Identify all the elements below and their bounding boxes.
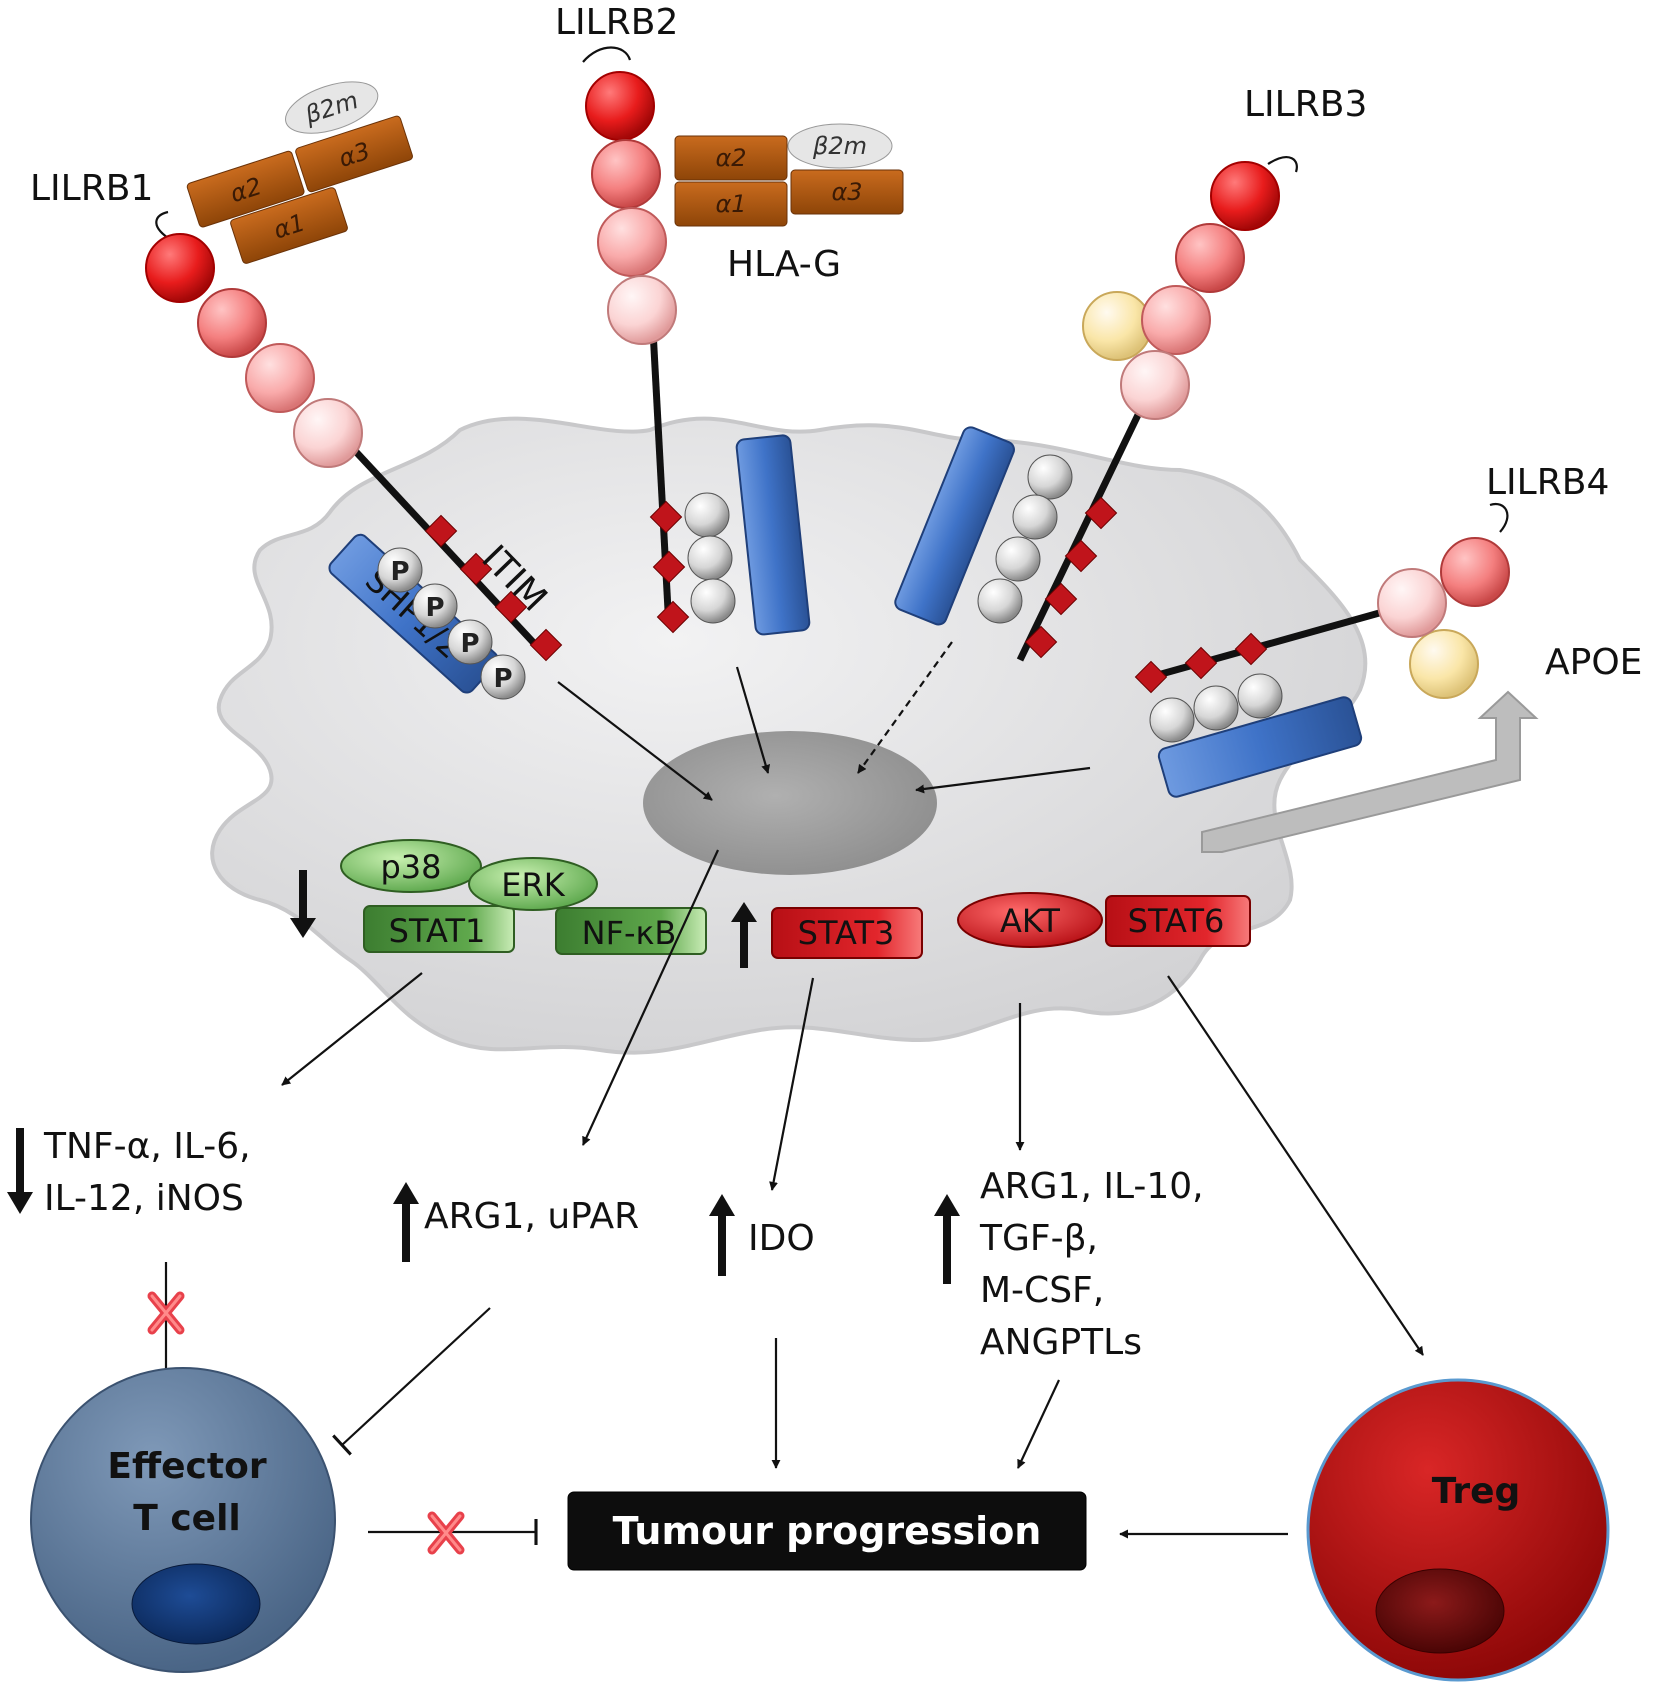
factors-line4: ANGPTLs xyxy=(980,1322,1142,1363)
lilrb2-receptor xyxy=(582,46,811,636)
lilrb3-adaptor xyxy=(894,426,1015,626)
akt-node: AKT xyxy=(957,892,1103,948)
hla-b2m: β2m xyxy=(812,132,867,160)
lilrb2-adaptor xyxy=(735,434,811,636)
up-arrow-stat3 xyxy=(731,902,757,968)
phospho-label: P xyxy=(460,629,479,659)
svg-text:STAT6: STAT6 xyxy=(1128,902,1225,940)
lilrb1-receptor: SHP1/2 P P P P ITIM xyxy=(145,210,563,700)
inhibit-arg1-effector xyxy=(332,1307,491,1456)
svg-text:p38: p38 xyxy=(380,848,441,886)
svg-text:NF-κB: NF-κB xyxy=(582,914,677,952)
arrow-stat6-treg xyxy=(1167,975,1424,1356)
arrow-lilrb1-nucleus xyxy=(557,681,713,801)
itim-motifs-lilrb2 xyxy=(649,500,690,634)
apoe-label: APOE xyxy=(1545,642,1642,683)
phospho-label: P xyxy=(390,557,409,587)
arrow-stat3-ido xyxy=(769,977,815,1191)
tumour-label: Tumour progression xyxy=(613,1509,1042,1553)
arrow-lilrb2-nucleus xyxy=(735,666,771,774)
cell-nucleus xyxy=(643,731,937,875)
arg1-upar-label: ARG1, uPAR xyxy=(424,1196,639,1237)
stat3-node: STAT3 xyxy=(771,907,923,959)
stat6-node: STAT6 xyxy=(1105,895,1251,947)
cytokines-line1: TNF-α, IL-6, xyxy=(43,1126,251,1167)
stat1-node: STAT1 xyxy=(363,905,515,953)
p38-node: p38 xyxy=(340,839,482,893)
arrow-lilrb4-nucleus xyxy=(915,766,1091,794)
lilrb4-label: LILRB4 xyxy=(1486,462,1609,503)
hla-g-label: HLA-G xyxy=(727,244,841,285)
treg-cell: Treg xyxy=(1306,1378,1610,1682)
treg-label: Treg xyxy=(1432,1471,1521,1512)
arrow-factors-tumour xyxy=(1017,1379,1060,1469)
phospho-label: P xyxy=(493,664,512,694)
lilrb1-label: LILRB1 xyxy=(30,168,153,209)
hla-alpha1: α1 xyxy=(715,190,746,218)
nfkb-node: NF-κB xyxy=(555,907,707,955)
hla-g-lilrb1: α2 α1 α3 β2m xyxy=(186,81,413,264)
down-arrow-cytokines xyxy=(7,1128,33,1214)
lilrb3-label: LILRB3 xyxy=(1244,84,1367,125)
svg-text:AKT: AKT xyxy=(1000,902,1060,940)
lilrb4-adaptor xyxy=(1157,696,1363,798)
hla-alpha3: α3 xyxy=(831,178,862,206)
effector-label-line1: Effector xyxy=(107,1446,266,1487)
hla-alpha2: α2 xyxy=(715,144,746,172)
itim-motifs-lilrb4 xyxy=(1134,632,1268,694)
effector-t-cell: Effector T cell xyxy=(30,1367,336,1673)
tumour-progression-box: Tumour progression xyxy=(567,1491,1087,1571)
up-arrow-arg1 xyxy=(393,1182,419,1262)
arrow-nucleus-arg1 xyxy=(581,849,720,1146)
cytokines-line2: IL-12, iNOS xyxy=(44,1178,244,1219)
up-arrow-ido xyxy=(709,1194,735,1276)
block-x-icon-2 xyxy=(427,1511,465,1555)
lilrb3-receptor xyxy=(894,156,1298,662)
itim-motifs-lilrb3 xyxy=(1024,496,1118,659)
factors-line2: TGF-β, xyxy=(979,1218,1098,1259)
itim-motifs-lilrb1 xyxy=(424,514,563,662)
hla-g-lilrb2: α2 α1 α3 β2m xyxy=(674,123,904,227)
lilrb4-receptor xyxy=(1134,502,1510,798)
svg-text:STAT1: STAT1 xyxy=(389,912,486,950)
factors-line3: M-CSF, xyxy=(980,1270,1104,1311)
phospho-group: P P P P xyxy=(377,547,526,700)
svg-text:ERK: ERK xyxy=(501,866,565,904)
down-arrow-green xyxy=(290,870,316,938)
factors-line1: ARG1, IL-10, xyxy=(980,1166,1204,1207)
stat6-apoe-feedback-arrow xyxy=(1201,690,1539,853)
erk-node: ERK xyxy=(468,857,598,911)
effector-label-line2: T cell xyxy=(133,1498,241,1539)
block-x-icon xyxy=(147,1291,185,1335)
phospho-label: P xyxy=(425,593,444,623)
up-arrow-factors xyxy=(934,1194,960,1284)
arrow-stat1-cytokines xyxy=(281,972,423,1086)
svg-text:STAT3: STAT3 xyxy=(798,914,895,952)
ido-label: IDO xyxy=(748,1218,815,1259)
lilrb2-label: LILRB2 xyxy=(555,2,678,43)
arrow-lilrb3-nucleus xyxy=(857,641,953,774)
